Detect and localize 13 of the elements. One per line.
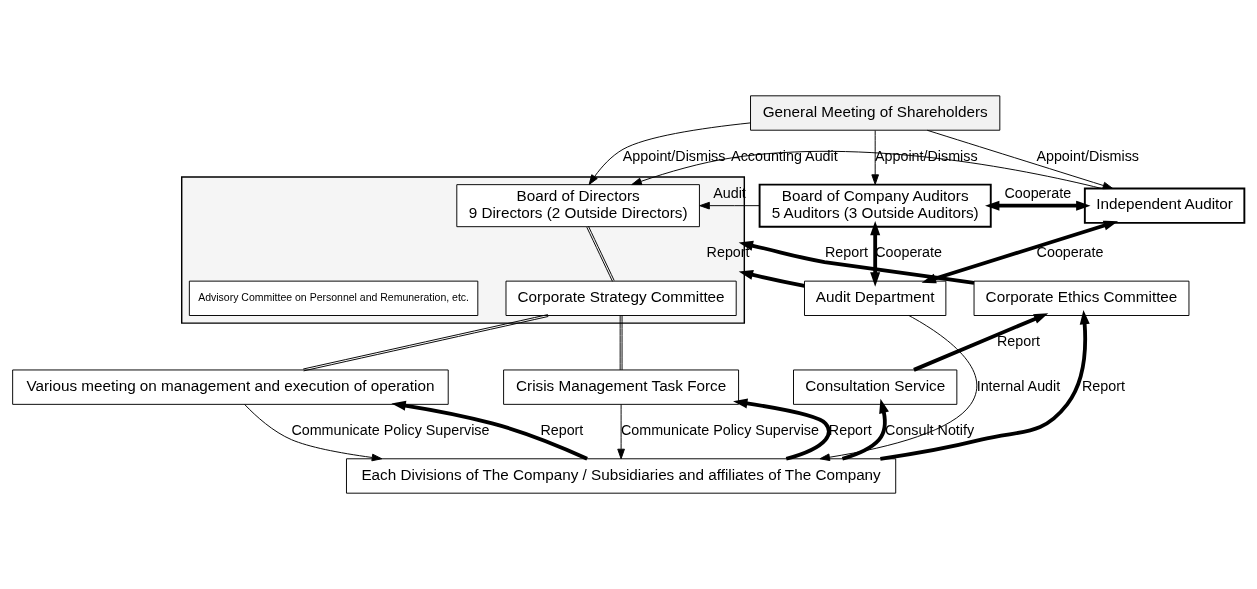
edge-label: Appoint/Dismiss <box>622 147 726 164</box>
edge-label: Appoint/Dismiss <box>1036 147 1140 164</box>
edge-label: Report <box>996 333 1040 350</box>
edge-label: Internal Audit <box>976 377 1061 394</box>
edge-label: Report <box>540 421 584 438</box>
edge-label: Cooperate <box>1004 185 1072 202</box>
edge-label: Cooperate <box>1036 244 1104 261</box>
edge-label: Communicate Policy Supervise <box>291 421 490 438</box>
edge-label: Report <box>825 244 869 261</box>
edge-label: Cooperate <box>875 244 943 261</box>
edge-label: Communicate Policy Supervise <box>620 421 819 438</box>
edge-label: Report <box>828 421 872 438</box>
edge-label: Report <box>1081 377 1125 394</box>
